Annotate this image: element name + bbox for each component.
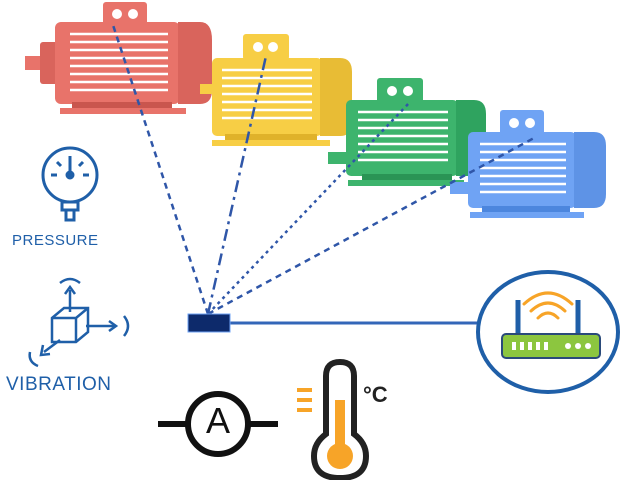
vibration-label: VIBRATION [6,374,112,395]
sensor-hub [187,313,231,333]
wifi-icon [522,291,574,320]
ammeter-symbol: A [205,400,230,441]
wireless-links [110,21,535,316]
link-to-motor-yellow [206,55,268,315]
ammeter-icon [158,391,278,457]
motor-yellow [200,34,352,146]
gateway-router [476,270,620,394]
motor-blue [450,110,606,218]
pressure-label: PRESSURE [12,232,99,249]
motor-red [25,2,212,114]
motor-green [328,78,486,186]
pressure-gauge-icon [41,146,99,222]
temperature-unit-label: °C [363,382,388,407]
link-to-motor-blue [207,136,535,316]
link-to-motor-red [110,21,210,315]
thermometer-icon [297,358,370,480]
vibration-cube-icon [28,277,130,368]
